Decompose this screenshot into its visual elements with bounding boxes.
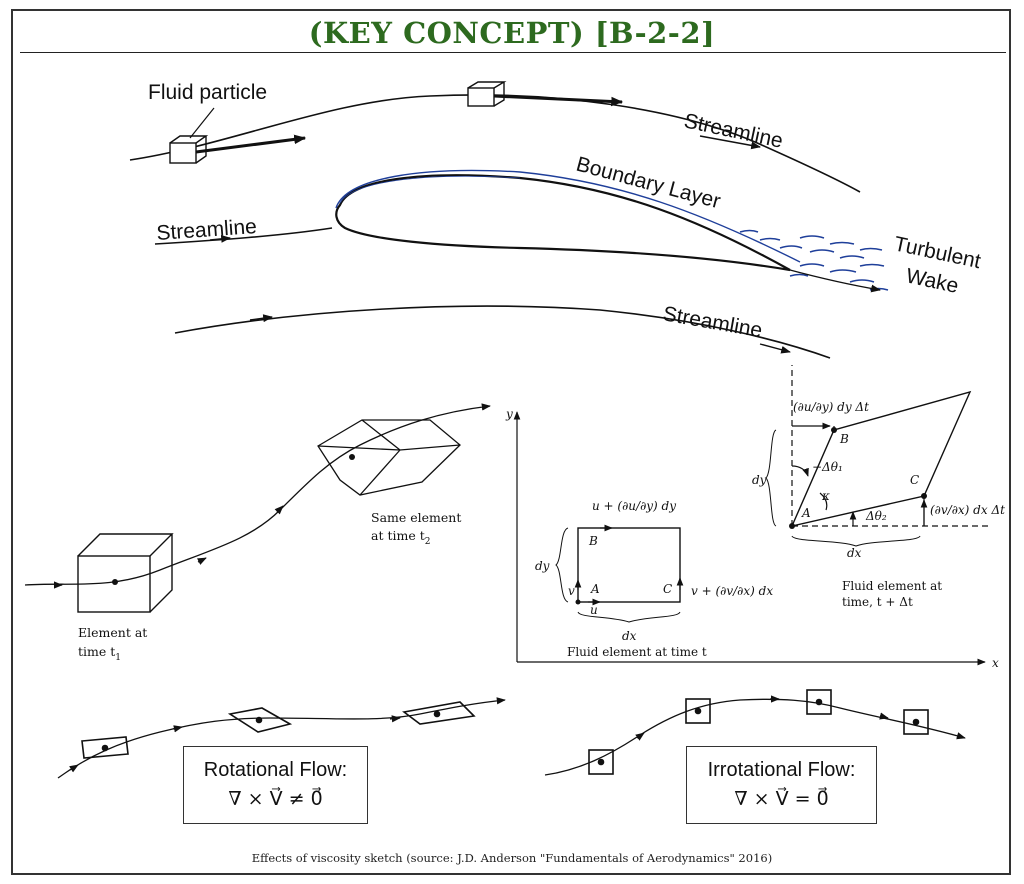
boundary-layer	[335, 169, 801, 263]
rotational-flow-box: Rotational Flow: ∇ × V⃗ ≠ 0⃗	[183, 746, 368, 824]
theta2-label: Δθ₂	[865, 509, 887, 523]
point-b-label: B	[588, 534, 598, 548]
particle-leader	[189, 107, 215, 139]
airfoil-section	[129, 81, 861, 272]
element-cube-t1	[77, 533, 174, 613]
figure-caption: Effects of viscosity sketch (source: J.D…	[251, 851, 773, 865]
rotational-pathline	[57, 697, 506, 779]
streamline-top-label: Streamline	[682, 109, 785, 152]
rotational-flow-equation: ∇ × V⃗ ≠ 0⃗	[228, 788, 323, 810]
particle-velocity-arrow-2	[493, 94, 624, 107]
irrotational-flow-label: Irrotational Flow:	[707, 759, 856, 781]
rot-element-2	[227, 707, 293, 733]
point-a-label: A	[590, 582, 600, 596]
rot-element-1	[81, 736, 129, 759]
fluid-element-panel	[513, 365, 992, 666]
dy-left-label: dy	[535, 559, 550, 573]
airfoil-body	[335, 174, 791, 272]
irrot-element-2	[685, 698, 711, 724]
fluid-particle-cube-2	[467, 81, 507, 107]
v-left-label: v	[568, 584, 575, 598]
title-divider	[20, 52, 1006, 53]
left-streamline-arrow	[209, 234, 231, 243]
u-top-label: u + (∂u/∂y) dy	[592, 499, 676, 513]
element-parallelogram	[790, 390, 972, 527]
shear-top-label: (∂u/∂y) dy Δt	[793, 400, 869, 414]
point-a2-label: A	[801, 506, 811, 520]
dvdx-label: (∂v/∂x) dx Δt	[930, 503, 1005, 517]
v-right-label: v + (∂v/∂x) dx	[691, 584, 773, 598]
element-t2-label-1: Same element	[371, 510, 461, 525]
streamline-bottom-label: Streamline	[661, 302, 764, 342]
wake-streamline	[789, 269, 881, 293]
point-c-label: C	[663, 582, 672, 596]
wake-label: Wake	[904, 264, 961, 297]
lower-streamline-arrow-1	[249, 314, 273, 323]
element-t2-label-2: at time t2	[371, 528, 430, 547]
lower-streamline	[174, 305, 831, 359]
turbulent-wake	[739, 229, 889, 291]
dx-label: dx	[622, 629, 637, 643]
dy-right-label: dy	[752, 473, 767, 487]
rotational-flow-label: Rotational Flow:	[203, 759, 348, 781]
axis-y-label: y	[505, 407, 513, 421]
upper-streamline-arrow	[699, 135, 761, 150]
kappa-label: κ	[821, 489, 830, 503]
irrot-element-1	[588, 749, 614, 775]
element-motion-panel	[24, 403, 491, 613]
axis-x-label: x	[992, 656, 999, 670]
caption-dt-2: time, t + Δt	[842, 595, 913, 609]
rot-element-3	[402, 701, 476, 725]
element-t1-label-2: time t1	[78, 644, 121, 663]
pathline	[24, 403, 491, 586]
page-title: (KEY CONCEPT) [B-2-2]	[308, 16, 716, 50]
caption-dt-1: Fluid element at	[842, 579, 942, 593]
irrotational-flow-box: Irrotational Flow: ∇ × V⃗ = 0⃗	[686, 746, 877, 824]
streamline-left-label: Streamline	[156, 215, 258, 245]
fluid-particle-label: Fluid particle	[148, 81, 267, 104]
lower-streamline-arrow-2	[759, 343, 791, 354]
rotational-panel	[57, 697, 506, 779]
fluid-particle-cube	[169, 135, 209, 164]
irrot-element-3	[806, 689, 832, 715]
element-deformed-t2	[317, 419, 461, 496]
point-c2-label: C	[910, 473, 919, 487]
irrotational-flow-equation: ∇ × V⃗ = 0⃗	[734, 788, 829, 810]
element-square-t	[577, 527, 681, 603]
left-streamline	[154, 227, 333, 245]
irrot-element-4	[903, 709, 929, 735]
figure-frame	[11, 9, 1011, 875]
caption-t: Fluid element at time t	[567, 645, 707, 659]
point-b2-label: B	[839, 432, 849, 446]
neg-theta1-label: −Δθ₁	[812, 460, 843, 474]
dx2-label: dx	[847, 546, 862, 560]
element-t1-label-1: Element at	[78, 625, 147, 640]
irrotational-panel	[544, 689, 966, 776]
u-bottom-label: u	[590, 603, 598, 617]
particle-velocity-arrow	[195, 134, 307, 154]
turbulent-label: Turbulent	[892, 232, 983, 273]
